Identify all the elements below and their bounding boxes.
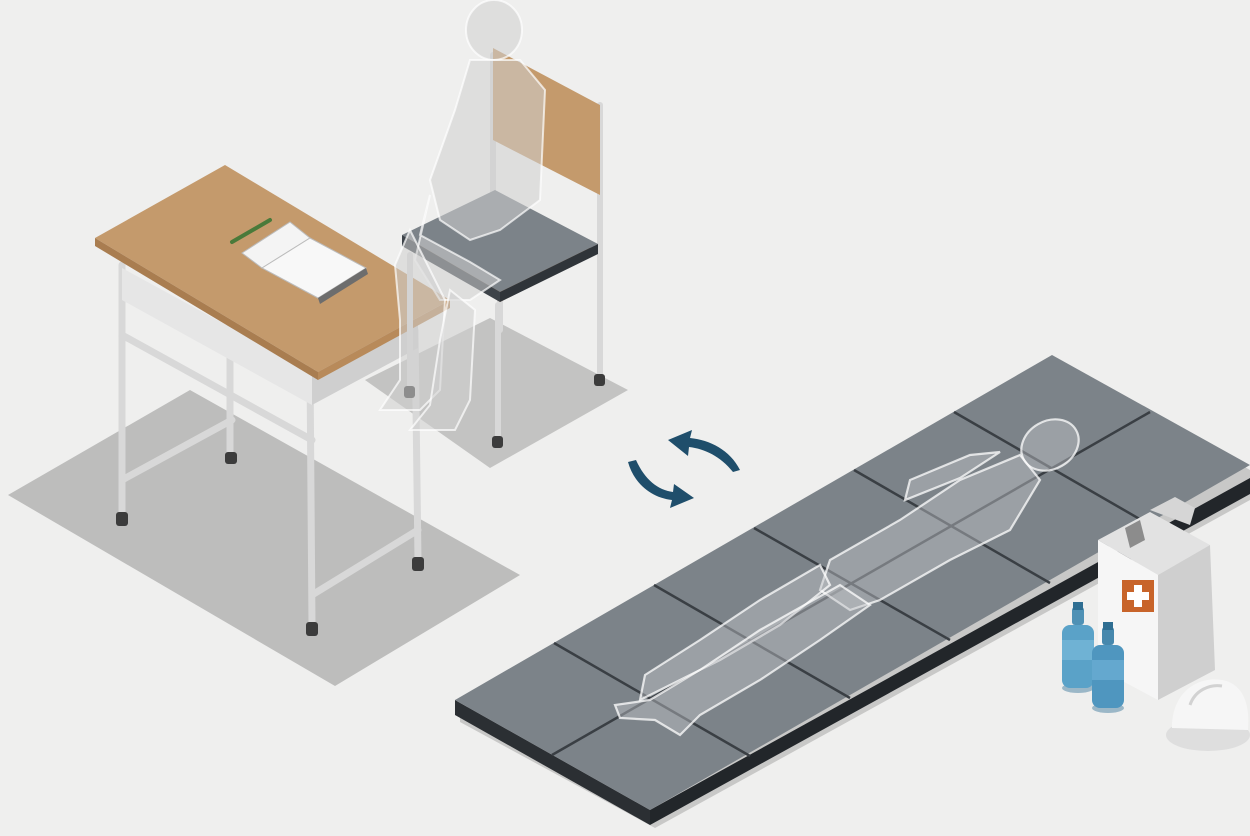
safety-helmet [1166, 679, 1250, 751]
circular-arrows-icon [628, 430, 740, 508]
water-bottle-1 [1062, 602, 1094, 693]
first-aid-cross-icon [1122, 580, 1154, 612]
